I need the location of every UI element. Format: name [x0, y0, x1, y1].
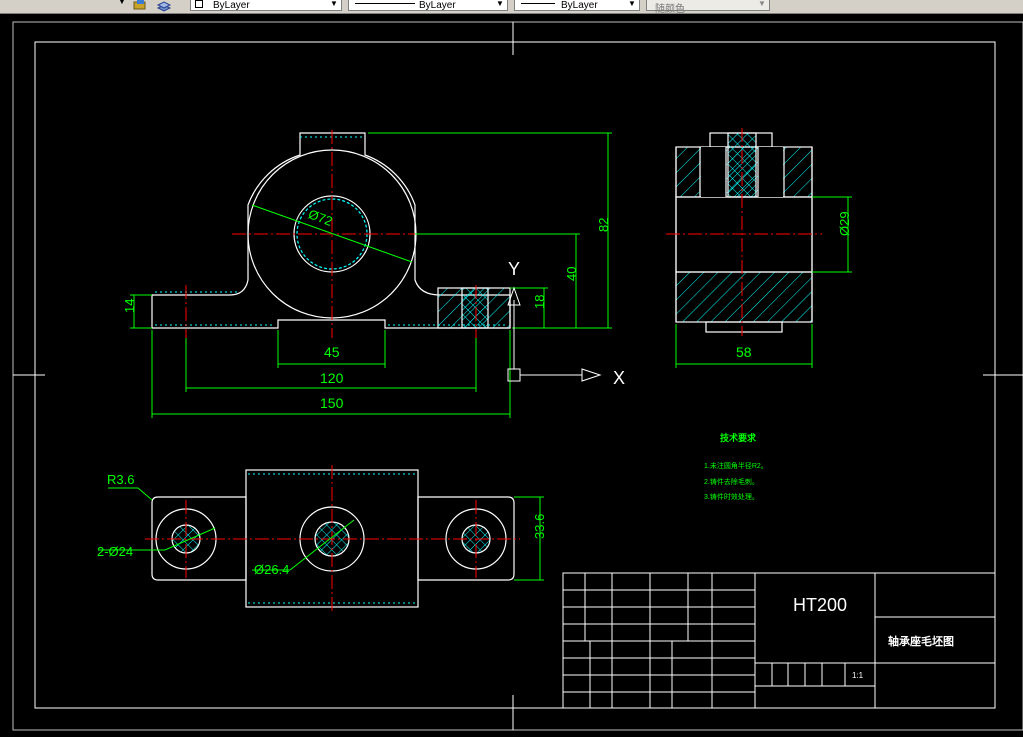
- chevron-down-icon[interactable]: ▼: [330, 0, 338, 8]
- ucs-icon: [507, 286, 602, 382]
- linetype-combo[interactable]: ByLayer ▼: [348, 0, 508, 11]
- dim-height-18: 18: [532, 295, 547, 309]
- ucs-y-label: Y: [508, 259, 520, 279]
- cad-drawing: Ø72 82 40 18 14 45 120 150 Y X: [12, 21, 1023, 731]
- top-view: R3.6 2-Ø24 Ø26.4 33.6: [97, 465, 547, 612]
- dim-height-14: 14: [122, 299, 137, 313]
- plotstyle-combo[interactable]: 随颜色 ▼: [646, 0, 770, 14]
- ucs-x-label: X: [613, 368, 625, 388]
- dim-width-58: 58: [736, 344, 752, 360]
- dim-width-150: 150: [320, 395, 344, 411]
- dim-radius-3-6: R3.6: [107, 472, 134, 487]
- dim-width-45: 45: [324, 344, 340, 360]
- lineweight-combo-value: ByLayer: [561, 0, 598, 11]
- dim-width-120: 120: [320, 370, 344, 386]
- notes-title: 技术要求: [720, 432, 757, 443]
- linetype-combo-value: ByLayer: [419, 0, 456, 11]
- dim-height-40: 40: [564, 267, 579, 281]
- drawing-canvas[interactable]: Ø72 82 40 18 14 45 120 150 Y X: [0, 14, 1023, 732]
- properties-toolbar: ▼ ByLayer ▼ ByLayer ▼ ByLayer ▼ 随颜色 ▼: [0, 0, 1023, 14]
- chevron-down-icon[interactable]: ▼: [118, 0, 126, 6]
- technical-notes: 技术要求 1.未注圆角半径R2。 2.铸件去除毛刺。 3.铸件时效处理。: [704, 432, 768, 501]
- color-swatch-icon: [195, 0, 203, 8]
- chevron-down-icon[interactable]: ▼: [496, 0, 504, 8]
- notes-item-2: 2.铸件去除毛刺。: [704, 477, 759, 486]
- plotstyle-combo-value: 随颜色: [655, 4, 685, 14]
- title-part-name: 轴承座毛坯图: [888, 634, 954, 648]
- lineweight-combo[interactable]: ByLayer ▼: [514, 0, 640, 11]
- dim-center-hole-26-4: Ø26.4: [254, 562, 289, 577]
- title-material: HT200: [793, 595, 847, 615]
- layer-icon[interactable]: [132, 0, 148, 12]
- layer-combo-value: ByLayer: [213, 0, 250, 11]
- notes-item-1: 1.未注圆角半径R2。: [704, 461, 768, 470]
- dim-bore-29: Ø29: [837, 211, 852, 236]
- linetype-sample: [355, 3, 415, 4]
- sheet-border: [12, 21, 1023, 731]
- chevron-down-icon[interactable]: ▼: [758, 0, 766, 8]
- toolbar-left-section: ▼: [0, 0, 128, 12]
- chevron-down-icon[interactable]: ▼: [628, 0, 636, 8]
- layer-combo[interactable]: ByLayer ▼: [190, 0, 342, 11]
- side-view: Ø29 58: [666, 128, 852, 368]
- layers-stack-icon[interactable]: [156, 0, 172, 12]
- dim-depth-33-6: 33.6: [532, 514, 547, 539]
- lineweight-sample: [521, 3, 555, 4]
- title-scale: 1:1: [852, 671, 864, 680]
- dim-height-82: 82: [596, 218, 611, 232]
- notes-item-3: 3.铸件时效处理。: [704, 492, 759, 501]
- title-block: [562, 572, 996, 709]
- dim-holes-2x24: 2-Ø24: [97, 544, 133, 559]
- front-view: Ø72 82 40 18 14 45 120 150: [122, 130, 612, 418]
